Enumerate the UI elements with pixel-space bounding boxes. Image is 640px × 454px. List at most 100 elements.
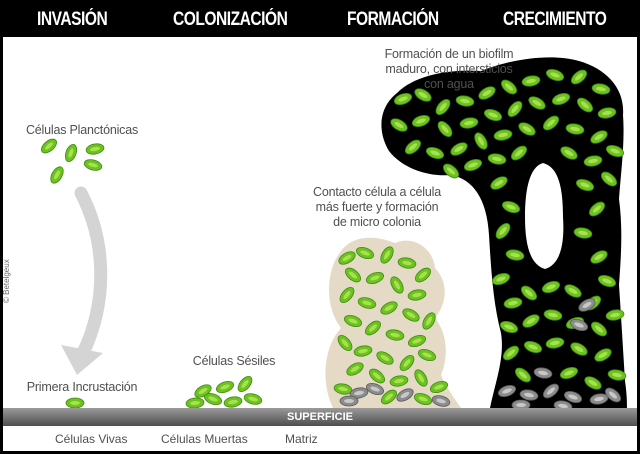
legend-matrix-label: Matriz	[285, 432, 318, 446]
biofilm-live-cell	[518, 122, 536, 136]
sessile-cell	[215, 380, 235, 394]
label-micro-colony-line1: Contacto célula a célula	[313, 185, 441, 199]
colony-live-cell	[343, 314, 363, 328]
biofilm-live-cell	[442, 163, 460, 179]
biofilm-live-cell	[607, 369, 627, 381]
colony-dead-cell	[365, 382, 385, 396]
biofilm-live-cell	[478, 86, 496, 100]
colony-live-cell	[380, 301, 398, 315]
attachment-arrow	[74, 186, 108, 360]
label-mature-line1: Formación de un biofilm	[384, 47, 514, 61]
biofilm-live-cell	[583, 155, 603, 167]
biofilm-dead-cell	[589, 393, 609, 405]
colony-dead-cell	[349, 387, 369, 399]
label-mature-line3: con agua	[424, 77, 474, 91]
colony-live-cell	[407, 334, 427, 348]
biofilm-live-cell	[564, 284, 582, 298]
legend	[3, 426, 637, 451]
biofilm-live-cell	[588, 201, 606, 217]
colony-live-cell	[414, 267, 432, 283]
stage-header: INVASIÓN COLONIZACIÓN FORMACIÓN CRECIMIE…	[3, 3, 637, 37]
legend-dead-label: Células Muertas	[161, 432, 248, 446]
biofilm-live-cell	[576, 97, 594, 113]
legend-live-label: Células Vivas	[55, 432, 128, 446]
colony-live-cell	[355, 246, 375, 260]
colony-live-cell	[414, 369, 428, 387]
biofilm-dead-cell	[604, 387, 622, 403]
colony-live-cell	[417, 348, 437, 362]
biofilm-live-cell	[590, 130, 608, 144]
colony-live-cell	[413, 392, 433, 406]
biofilm-live-cell	[500, 79, 518, 95]
biofilm-live-cell	[591, 83, 611, 95]
colony-live-cell	[338, 251, 356, 265]
biofilm-live-cell	[463, 158, 483, 172]
biofilm-live-cell	[455, 95, 475, 107]
sessile-cell	[194, 384, 212, 398]
biofilm-live-cell	[590, 321, 608, 337]
biofilm-live-cell	[510, 145, 528, 161]
label-micro-colony: Contacto célula a célula más fuerte y fo…	[299, 185, 455, 230]
biofilm-live-cell	[502, 345, 520, 361]
biofilm-live-cell	[501, 200, 521, 214]
biofilm-dead-cell	[519, 389, 539, 401]
biofilm-live-cell	[483, 108, 503, 122]
label-mature-line2: maduro, con intersticios	[385, 62, 513, 76]
biofilm-live-cell	[495, 222, 511, 240]
biofilm-live-cell	[565, 123, 585, 135]
colony-live-cell	[368, 368, 386, 384]
colony-live-cell	[346, 362, 364, 376]
credit-watermark: © Betelgeux	[2, 259, 11, 303]
biofilm-live-cell	[545, 68, 565, 82]
biofilm-live-cell	[522, 314, 540, 328]
biofilm-live-cell	[393, 92, 413, 106]
colony-live-cell	[390, 276, 404, 294]
biofilm-live-cell	[541, 280, 561, 294]
stage-invasion: INVASIÓN	[37, 9, 108, 30]
planktonic-cell	[40, 138, 58, 154]
colony-dead-cell	[396, 388, 414, 402]
biofilm-live-cell	[600, 171, 618, 187]
biofilm-live-cell	[597, 107, 617, 119]
colony-live-cell	[380, 389, 398, 405]
surface-bar	[3, 408, 637, 426]
surface-label: SUPERFICIE	[286, 411, 353, 423]
biofilm-live-cell	[437, 120, 453, 138]
planktonic-cell	[64, 143, 78, 163]
biofilm-live-cell	[459, 117, 479, 129]
biofilm-live-cell	[542, 115, 560, 131]
planktonic-cell	[83, 159, 103, 171]
cells-layer	[40, 68, 627, 412]
biofilm-dead-cell	[569, 318, 589, 332]
biofilm-live-cell	[520, 285, 538, 301]
sessile-cell	[243, 393, 263, 405]
biofilm-live-cell	[590, 250, 608, 264]
biofilm-live-cell	[474, 132, 488, 150]
biofilm-live-cell	[570, 342, 588, 356]
planktonic-cell	[50, 166, 64, 184]
label-first-attachment: Primera Incrustación	[26, 380, 138, 394]
biofilm-live-cell	[584, 376, 602, 390]
biofilm-live-cell	[605, 144, 625, 158]
colony-dead-cell	[431, 395, 451, 407]
biofilm-live-cell	[505, 249, 525, 261]
biofilm-dead-cell	[563, 390, 583, 404]
label-micro-colony-line2: más fuerte y formación	[315, 200, 439, 214]
biofilm-live-cell	[543, 309, 563, 321]
biofilm-live-cell	[490, 176, 508, 190]
label-sessile: Células Sésiles	[192, 354, 276, 368]
biofilm-live-cell	[570, 69, 588, 85]
biofilm-live-cell	[575, 178, 595, 192]
biofilm-live-cell	[507, 100, 523, 118]
stage-growth: CRECIMIENTO	[503, 9, 607, 30]
colony-live-cell	[353, 345, 373, 357]
colony-live-cell	[402, 308, 420, 322]
sessile-cell	[237, 375, 253, 393]
biofilm-live-cell	[573, 227, 593, 239]
colony-live-cell	[344, 267, 362, 283]
attached-cell	[65, 397, 85, 409]
biofilm-live-cell	[404, 139, 422, 155]
biofilm-live-cell	[425, 146, 445, 160]
colony-dead-cell	[339, 395, 359, 407]
